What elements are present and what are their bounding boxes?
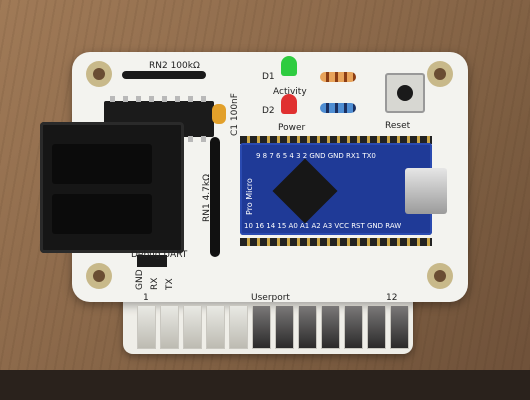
promicro-bottom-pins: 10 16 14 15 A0 A1 A2 A3 VCC RST GND RAW: [244, 222, 402, 230]
d1-label: D1: [262, 72, 275, 82]
resistor-blue: [320, 103, 356, 113]
promicro-label: Pro Micro: [245, 178, 254, 215]
edge-pad: [344, 305, 363, 349]
edge-pad: [183, 305, 202, 349]
resistor-orange: [320, 72, 356, 82]
edge-pad: [298, 305, 317, 349]
reset-label: Reset: [385, 121, 411, 131]
micro-usb-port: [405, 168, 447, 214]
ic-pins-top: [110, 96, 208, 102]
edge-pad: [367, 305, 386, 349]
edge-pad: [252, 305, 271, 349]
edge-pad: [275, 305, 294, 349]
rx-label: RX: [150, 277, 160, 290]
mounting-hole: [427, 263, 453, 289]
promicro-header-bottom: [240, 238, 432, 246]
edge-pad: [160, 305, 179, 349]
debug-uart-label: Debug UART: [131, 250, 188, 260]
led-green-icon: [281, 56, 297, 76]
edge-pin-12-label: 12: [386, 293, 398, 303]
userport-label: Userport: [251, 293, 290, 303]
mounting-hole: [86, 61, 112, 87]
power-label: Power: [278, 123, 306, 133]
edge-pad: [206, 305, 225, 349]
din-slot: [52, 194, 152, 234]
rn1-label: RN1 4.7kΩ: [202, 174, 212, 222]
debug-uart-header: [137, 255, 167, 267]
d2-label: D2: [262, 106, 275, 116]
edge-pin-1-label: 1: [143, 293, 149, 303]
mounting-hole: [427, 61, 453, 87]
rn2-label: RN2 100kΩ: [149, 61, 200, 71]
edge-pad: [390, 305, 409, 349]
reset-button: [385, 73, 425, 113]
rn1-resistor-network: [210, 137, 220, 257]
led-red-icon: [281, 94, 297, 114]
rn2-resistor-network: [122, 71, 206, 79]
din-connector: [40, 122, 184, 253]
capacitor-c1: [212, 104, 226, 124]
edge-pad: [321, 305, 340, 349]
edge-pad: [229, 305, 248, 349]
activity-label: Activity: [273, 87, 307, 97]
promicro-top-pins: 9 8 7 6 5 4 3 2 GND GND RX1 TX0: [256, 152, 376, 160]
tx-label: TX: [165, 278, 175, 290]
c1-label: C1 100nF: [230, 93, 240, 136]
edge-pad: [137, 305, 156, 349]
din-slot: [52, 144, 152, 184]
gnd-label: GND: [135, 269, 145, 290]
promicro-header-top: [240, 136, 432, 144]
dark-floor: [0, 370, 530, 400]
mounting-hole: [86, 263, 112, 289]
